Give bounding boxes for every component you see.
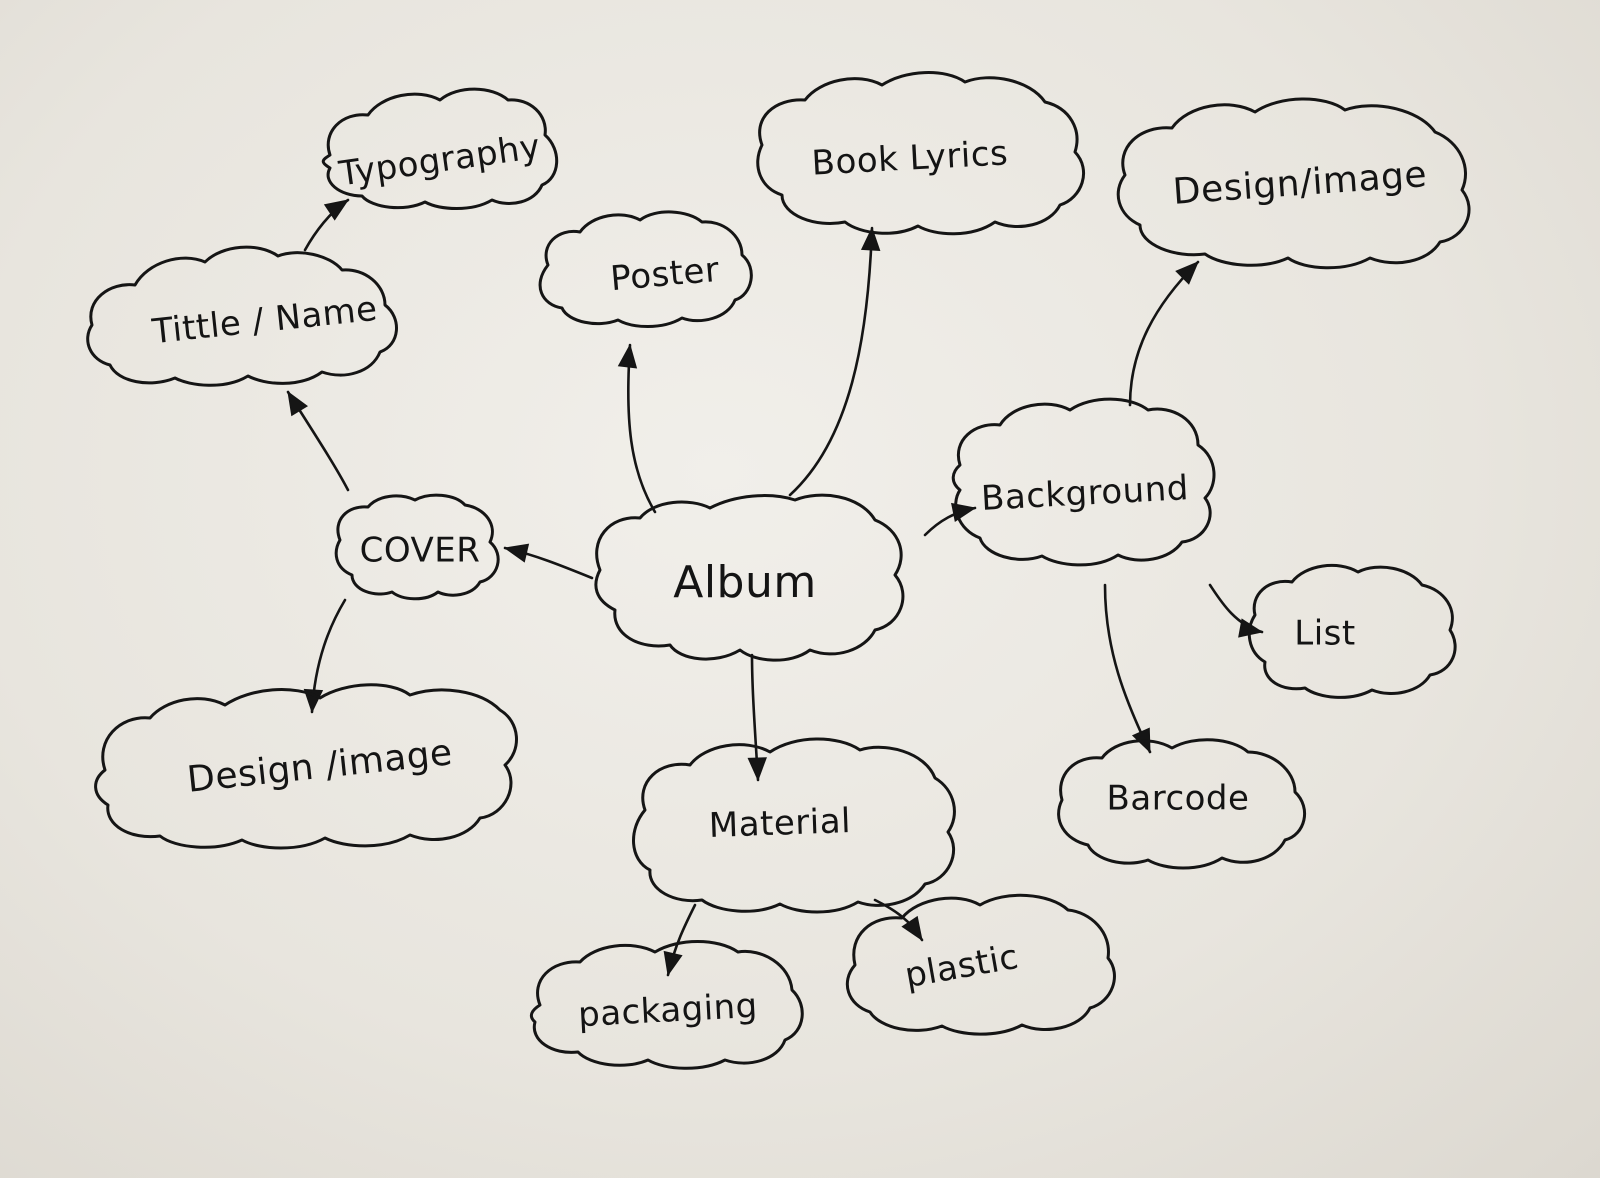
cloud-shape	[1247, 563, 1457, 699]
node-barcode-label: Barcode	[1107, 779, 1250, 819]
edge-album-to-material	[747, 653, 767, 782]
arrowhead-icon	[287, 390, 309, 417]
cloud-shape	[334, 493, 500, 601]
edge-title_name-to-typography	[303, 198, 350, 252]
arrowhead-icon	[503, 543, 530, 563]
node-packaging-label: packaging	[577, 986, 759, 1035]
arrowhead-icon	[860, 226, 881, 252]
node-background-label: Background	[980, 468, 1190, 519]
node-bg-design: Design/image	[1116, 97, 1471, 270]
node-album-label: Album	[673, 557, 817, 608]
node-title-name: Tittle / Name	[86, 245, 398, 387]
edge-album-to-book_lyrics	[788, 226, 881, 497]
cloud-shape	[1116, 97, 1471, 270]
node-barcode: Barcode	[1057, 738, 1306, 870]
edge-material-to-packaging	[663, 903, 697, 977]
node-typography: Typography	[321, 87, 559, 210]
connector-line	[1103, 583, 1152, 754]
cloud-shape	[632, 737, 956, 914]
cloud-shape	[529, 940, 804, 1070]
edge-background-to-barcode	[1103, 583, 1152, 754]
node-plastic: plastic	[845, 893, 1116, 1036]
node-book-lyrics: Book Lyrics	[756, 71, 1086, 236]
arrowhead-icon	[663, 950, 683, 977]
cloud-shape	[94, 683, 518, 850]
arrowhead-icon	[1175, 261, 1199, 285]
node-material: Material	[632, 737, 956, 914]
node-list-label: List	[1294, 614, 1355, 654]
node-cover-design: Design /image	[94, 683, 518, 850]
node-album: Album	[594, 493, 905, 662]
node-poster-label: Poster	[609, 250, 721, 299]
node-list: List	[1247, 563, 1457, 699]
cloud-shape	[86, 245, 398, 387]
node-cover: COVER	[334, 493, 500, 601]
arrowhead-icon	[747, 757, 767, 782]
edge-background-to-bg_design	[1128, 260, 1200, 407]
edge-album-to-cover	[503, 543, 594, 580]
cloud-shape	[756, 71, 1086, 236]
cloud-shape	[321, 87, 559, 210]
node-material-label: Material	[708, 801, 851, 846]
arrowhead-icon	[617, 343, 638, 369]
arrowhead-icon	[303, 688, 324, 714]
cloud-shape	[951, 397, 1216, 567]
node-poster: Poster	[538, 210, 753, 328]
edge-cover-to-title_name	[286, 390, 350, 492]
node-bg-design-label: Design/image	[1171, 154, 1428, 213]
cloud-shape	[1057, 738, 1306, 870]
node-background: Background	[951, 397, 1216, 567]
connector-line	[788, 226, 874, 497]
node-cover-design-label: Design /image	[185, 732, 454, 801]
cloud-shape	[845, 893, 1116, 1036]
cloud-shape	[594, 493, 905, 662]
connector-line	[626, 343, 657, 514]
cloud-shape	[538, 210, 753, 328]
node-typography-label: Typography	[336, 127, 543, 195]
node-packaging: packaging	[529, 940, 804, 1070]
node-book-lyrics-label: Book Lyrics	[811, 133, 1010, 183]
arrowhead-icon	[901, 915, 923, 942]
node-cover-label: COVER	[360, 531, 481, 571]
node-title-name-label: Tittle / Name	[149, 289, 379, 353]
edge-album-to-poster	[617, 343, 657, 514]
node-plastic-label: plastic	[902, 937, 1022, 996]
nodes-layer: Album COVER Tittle / Name Typography Des…	[86, 71, 1471, 1070]
arrowhead-icon	[323, 199, 350, 221]
